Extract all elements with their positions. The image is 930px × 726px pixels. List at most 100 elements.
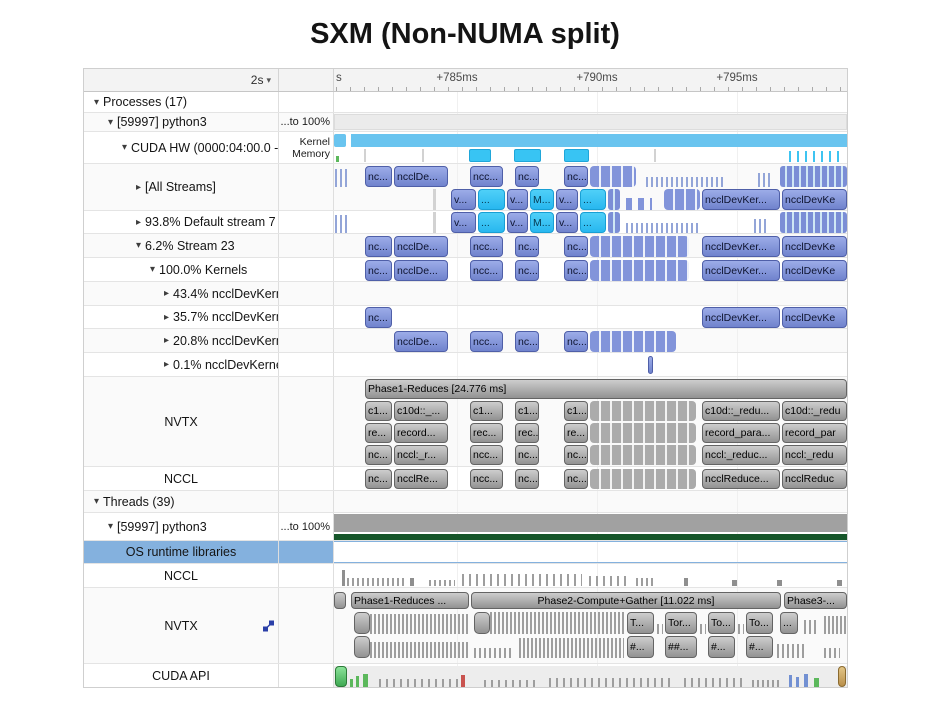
nvtx-range-block[interactable]: record_par [782, 423, 847, 443]
nvtx-range-block[interactable]: re... [365, 423, 392, 443]
kernel-block[interactable] [648, 356, 653, 374]
nvtx-range-block[interactable]: To... [708, 612, 735, 634]
tree-cell[interactable]: ▸93.8% Default stream 7 [84, 211, 279, 233]
nvtx-range-block[interactable]: c10d::_... [394, 401, 448, 421]
timeline-cell[interactable]: nc...ncclDe...ncc...nc...nc...ncclDevKer… [334, 234, 847, 257]
kernel-block[interactable]: nc... [365, 236, 392, 257]
collapse-arrow-icon[interactable]: ▾ [146, 264, 159, 275]
tree-cell[interactable]: ▸0.1% ncclDevKernel_All [84, 353, 279, 376]
tree-cell[interactable]: ▾Threads (39) [84, 491, 279, 512]
kernel-pill-cluster[interactable] [590, 331, 676, 352]
kernel-block[interactable]: v... [556, 189, 578, 210]
nvtx-range-block[interactable]: ncclRe... [394, 469, 448, 489]
kernel-pill-cluster[interactable] [664, 189, 700, 210]
timeline-cell[interactable]: nc...ncclRe...ncc...nc...nc...ncclReduce… [334, 467, 847, 490]
kernel-block[interactable]: nc... [365, 166, 392, 187]
nvtx-range-block[interactable]: c1... [515, 401, 539, 421]
nvtx-range-block[interactable]: nc... [564, 445, 588, 465]
row-0-1-nccldevkernel-all[interactable]: ▸0.1% ncclDevKernel_All [84, 353, 847, 377]
nvtx-range-block[interactable]: #... [708, 636, 735, 658]
timeline-cell[interactable] [334, 541, 847, 563]
nvtx-range-block[interactable]: ##... [665, 636, 697, 658]
memcpy-block[interactable] [514, 149, 541, 162]
nvtx-range-block[interactable]: ncc... [470, 445, 503, 465]
row-93-8-default-stream-7[interactable]: ▸93.8% Default stream 7 v......v...M...v.… [84, 211, 847, 234]
kernel-block[interactable]: nc... [515, 260, 539, 281]
collapse-arrow-icon[interactable]: ▾ [90, 496, 103, 507]
nvtx-range-block[interactable]: ncc... [470, 469, 503, 489]
tree-cell[interactable]: ▸43.4% ncclDevKernel_A [84, 282, 279, 305]
kernel-block[interactable]: ncclDevKer... [702, 260, 780, 281]
nvtx-range-block[interactable]: rec... [515, 423, 539, 443]
nvtx-range-block[interactable]: To... [746, 612, 773, 634]
nvtx-range-block[interactable]: ... [780, 612, 798, 634]
nvtx-range-block[interactable] [334, 592, 346, 609]
memcpy-block[interactable]: M... [530, 189, 554, 210]
kernel-block[interactable]: nc... [365, 260, 392, 281]
kernel-block[interactable]: nc... [564, 331, 588, 352]
timeline-cell[interactable] [334, 513, 847, 540]
kernel-block[interactable]: ncclDe... [394, 260, 448, 281]
tree-cell[interactable]: ▾[59997] python3 [84, 113, 279, 131]
kernel-block[interactable]: ncclDe... [394, 331, 448, 352]
kernel-pill-cluster[interactable] [590, 236, 689, 257]
row-nccl[interactable]: NCCLnc...ncclRe...ncc...nc...nc...ncclRe… [84, 467, 847, 491]
nvtx-range-block[interactable]: nc... [564, 469, 588, 489]
timeline-cell[interactable]: nc...ncclDe...ncc...nc...nc...ncclDevKer… [334, 258, 847, 281]
nvtx-pill-cluster[interactable] [590, 469, 696, 489]
timeline-cell[interactable]: v......v...M...v...... [334, 211, 847, 233]
nvtx-range-block[interactable]: c10d::_redu [782, 401, 847, 421]
kernel-block[interactable]: ncclDevKe [782, 236, 847, 257]
timeline-cell[interactable] [334, 564, 847, 587]
nvtx-pill-cluster[interactable] [590, 445, 696, 465]
timeline-cell[interactable]: Phase1-Reduces [24.776 ms]c1...c10d::_..… [334, 377, 847, 466]
nvtx-range-block[interactable]: Phase3-... [784, 592, 847, 609]
kernel-block[interactable]: nc... [365, 307, 392, 328]
nvtx-range-block[interactable]: T... [627, 612, 654, 634]
kernel-block[interactable]: ncc... [470, 331, 503, 352]
tree-cell[interactable]: NCCL [84, 564, 279, 587]
nvtx-range-block[interactable]: re... [564, 423, 588, 443]
nvtx-range-block[interactable]: ncclReduce... [702, 469, 780, 489]
nvtx-range-block[interactable]: #... [627, 636, 654, 658]
collapse-arrow-icon[interactable]: ▾ [104, 117, 117, 128]
tree-cell[interactable]: ▸20.8% ncclDevKernel_R [84, 329, 279, 352]
nvtx-range-block[interactable]: c1... [564, 401, 588, 421]
nvtx-small-block[interactable] [354, 612, 370, 634]
timeline-cell[interactable] [334, 282, 847, 305]
timeline-cell[interactable]: nc...ncclDevKer...ncclDevKe [334, 306, 847, 328]
nvtx-range-block[interactable]: record_para... [702, 423, 780, 443]
nvtx-range-block[interactable]: nc... [515, 445, 539, 465]
memcpy-block[interactable]: ... [580, 189, 606, 210]
kernel-block[interactable]: ncclDevKe [782, 260, 847, 281]
kernel-block[interactable]: ncc... [470, 260, 503, 281]
kernel-dense-cluster[interactable] [608, 212, 620, 233]
row-35-7-nccldevkernel-r[interactable]: ▸35.7% ncclDevKernel_Rnc...ncclDevKer...… [84, 306, 847, 329]
tree-cell[interactable]: ▾[59997] python3 [84, 513, 279, 540]
kernel-coverage-bar[interactable] [351, 134, 847, 147]
collapse-arrow-icon[interactable]: ▾ [104, 521, 117, 532]
kernel-block[interactable]: ncclDevKe [782, 189, 847, 210]
tree-cell[interactable]: ▾Processes (17) [84, 92, 279, 112]
nvtx-range-block[interactable]: c1... [470, 401, 503, 421]
row-nvtx[interactable]: NVTXPhase1-Reduces ...Phase2-Compute+Gat… [84, 588, 847, 664]
row-20-8-nccldevkernel-r[interactable]: ▸20.8% ncclDevKernel_R ncclDe... ncc... nc.… [84, 329, 847, 353]
nvtx-range-block[interactable]: c10d::_redu... [702, 401, 780, 421]
memcpy-block[interactable] [469, 149, 491, 162]
timeline-cell[interactable] [334, 353, 847, 376]
nvtx-range-block[interactable]: nc... [365, 469, 392, 489]
kernel-block[interactable]: nc... [515, 166, 539, 187]
nvtx-small-block[interactable] [474, 612, 490, 634]
scale-selector[interactable]: 2s ▾ [84, 69, 279, 91]
memcpy-block[interactable]: ... [478, 212, 505, 233]
tree-cell[interactable]: CUDA API [84, 664, 279, 688]
row-all-streams[interactable]: ▸[All Streams]nc...ncclDe...ncc...nc...n… [84, 164, 847, 211]
kernel-block[interactable]: ncclDevKer... [702, 189, 780, 210]
kernel-block[interactable]: nc... [564, 236, 588, 257]
kernel-block[interactable]: nc... [564, 166, 588, 187]
row-100-0-kernels[interactable]: ▾100.0% Kernelsnc...ncclDe...ncc...nc...… [84, 258, 847, 282]
expand-arrow-icon[interactable]: ▸ [160, 288, 173, 299]
kernel-block[interactable]: ncclDe... [394, 166, 448, 187]
nvtx-range-block[interactable]: nc... [515, 469, 539, 489]
row-43-4-nccldevkernel-a[interactable]: ▸43.4% ncclDevKernel_A [84, 282, 847, 306]
